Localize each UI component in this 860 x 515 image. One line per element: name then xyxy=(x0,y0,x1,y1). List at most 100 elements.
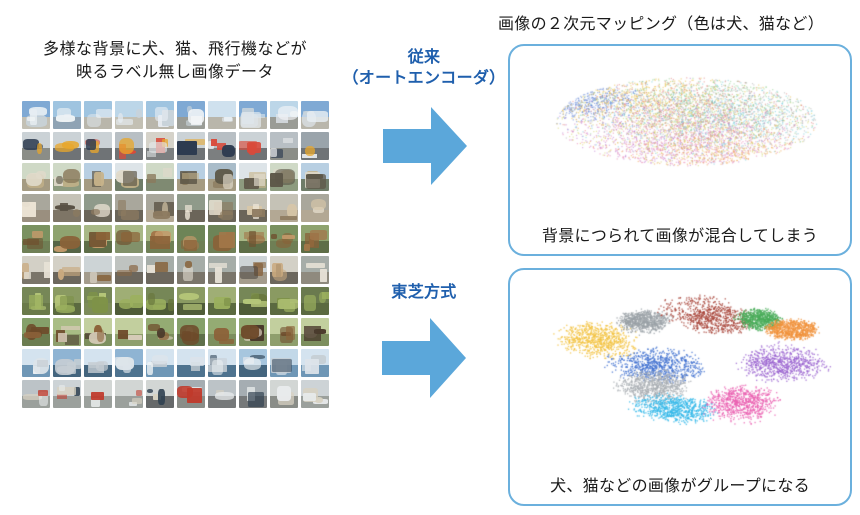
thumbnail-deer xyxy=(301,225,329,253)
thumbnail-ship xyxy=(53,349,81,377)
thumbnail-cat xyxy=(84,194,112,222)
thumbnail-dog xyxy=(208,256,236,284)
thumbnail-airplane xyxy=(177,101,205,129)
thumbnail-cat xyxy=(270,194,298,222)
thumbnail-airplane xyxy=(115,101,143,129)
thumbnail-truck xyxy=(146,380,174,408)
thumbnail-truck xyxy=(301,380,329,408)
thumbnail-frog xyxy=(115,287,143,315)
thumbnail-ship xyxy=(270,349,298,377)
thumbnail-ship xyxy=(84,349,112,377)
thumbnail-dog xyxy=(115,256,143,284)
source-data-caption-line2: 映るラベル無し画像データ xyxy=(75,64,274,82)
thumbnail-cat xyxy=(115,194,143,222)
thumbnail-truck xyxy=(115,380,143,408)
thumbnail-truck xyxy=(53,380,81,408)
thumbnail-truck xyxy=(177,380,205,408)
thumbnail-horse xyxy=(208,318,236,346)
thumbnail-bird xyxy=(84,163,112,191)
thumbnail-frog xyxy=(22,287,50,315)
thumbnail-ship xyxy=(177,349,205,377)
thumbnail-airplane xyxy=(239,101,267,129)
thumbnail-dog xyxy=(301,256,329,284)
thumbnail-deer xyxy=(239,225,267,253)
thumbnail-automobile xyxy=(239,132,267,160)
thumbnail-cat xyxy=(177,194,205,222)
thumbnail-frog xyxy=(146,287,174,315)
thumbnail-dog xyxy=(146,256,174,284)
thumbnail-bird xyxy=(301,163,329,191)
thumbnail-horse xyxy=(84,318,112,346)
thumbnail-airplane xyxy=(84,101,112,129)
scatter-plot-toshiba xyxy=(510,274,850,444)
panel-caption-conventional: 背景につられて画像が混合してしまう xyxy=(541,228,819,245)
panel-toshiba-mapping: 犬、猫などの画像がグループになる xyxy=(508,268,852,506)
thumbnail-airplane xyxy=(208,101,236,129)
thumbnail-bird xyxy=(208,163,236,191)
thumbnail-cat xyxy=(239,194,267,222)
image-thumbnail-grid xyxy=(22,101,329,408)
thumbnail-airplane xyxy=(146,101,174,129)
arrow-right-icon-toshiba xyxy=(382,318,466,398)
thumbnail-deer xyxy=(177,225,205,253)
thumbnail-frog xyxy=(53,287,81,315)
thumbnail-dog xyxy=(53,256,81,284)
thumbnail-airplane xyxy=(53,101,81,129)
thumbnail-truck xyxy=(84,380,112,408)
thumbnail-frog xyxy=(84,287,112,315)
thumbnail-automobile xyxy=(22,132,50,160)
panel-conventional-mapping: 背景につられて画像が混合してしまう xyxy=(508,44,852,256)
thumbnail-horse xyxy=(301,318,329,346)
thumbnail-automobile xyxy=(270,132,298,160)
thumbnail-bird xyxy=(239,163,267,191)
arrow-label-toshiba: 東芝方式 xyxy=(340,283,508,304)
thumbnail-dog xyxy=(22,256,50,284)
arrow-label-conventional: 従来 （オートエンコーダ） xyxy=(340,48,508,90)
thumbnail-bird xyxy=(177,163,205,191)
thumbnail-horse xyxy=(177,318,205,346)
thumbnail-automobile xyxy=(177,132,205,160)
thumbnail-deer xyxy=(270,225,298,253)
thumbnail-horse xyxy=(53,318,81,346)
thumbnail-cat xyxy=(146,194,174,222)
panel-caption-toshiba: 犬、猫などの画像がグループになる xyxy=(550,478,810,495)
thumbnail-dog xyxy=(84,256,112,284)
thumbnail-ship xyxy=(208,349,236,377)
thumbnail-deer xyxy=(115,225,143,253)
arrow-label-toshiba-line1: 東芝方式 xyxy=(391,284,457,301)
thumbnail-automobile xyxy=(208,132,236,160)
thumbnail-dog xyxy=(270,256,298,284)
thumbnail-horse xyxy=(115,318,143,346)
arrow-label-conventional-line2: （オートエンコーダ） xyxy=(342,69,506,87)
thumbnail-truck xyxy=(208,380,236,408)
arrow-right-icon-conventional xyxy=(383,107,467,185)
arrow-label-conventional-line1: 従来 xyxy=(407,49,441,66)
thumbnail-automobile xyxy=(115,132,143,160)
thumbnail-automobile xyxy=(53,132,81,160)
thumbnail-deer xyxy=(84,225,112,253)
thumbnail-horse xyxy=(270,318,298,346)
thumbnail-ship xyxy=(115,349,143,377)
source-data-caption: 多様な背景に犬、猫、飛行機などが 映るラベル無し画像データ xyxy=(10,38,340,84)
thumbnail-automobile xyxy=(146,132,174,160)
thumbnail-ship xyxy=(301,349,329,377)
thumbnail-horse xyxy=(239,318,267,346)
source-data-caption-line1: 多様な背景に犬、猫、飛行機などが xyxy=(42,41,307,58)
thumbnail-bird xyxy=(146,163,174,191)
thumbnail-truck xyxy=(22,380,50,408)
thumbnail-frog xyxy=(177,287,205,315)
thumbnail-cat xyxy=(53,194,81,222)
thumbnail-automobile xyxy=(301,132,329,160)
thumbnail-bird xyxy=(270,163,298,191)
thumbnail-frog xyxy=(208,287,236,315)
thumbnail-frog xyxy=(301,287,329,315)
thumbnail-dog xyxy=(177,256,205,284)
thumbnail-bird xyxy=(115,163,143,191)
mapping-title: 画像の２次元マッピング（色は犬、猫など） xyxy=(498,16,825,33)
scatter-plot-conventional xyxy=(510,50,850,200)
thumbnail-cat xyxy=(22,194,50,222)
thumbnail-deer xyxy=(146,225,174,253)
thumbnail-ship xyxy=(146,349,174,377)
thumbnail-ship xyxy=(22,349,50,377)
thumbnail-cat xyxy=(301,194,329,222)
